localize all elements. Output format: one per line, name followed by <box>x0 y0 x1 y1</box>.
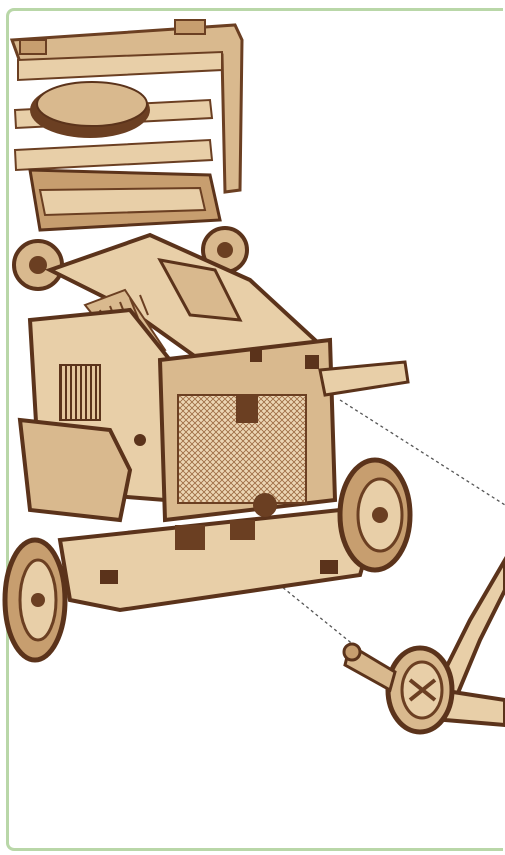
rear-wheel <box>5 540 65 660</box>
front-axle-part <box>344 560 505 732</box>
front-wheel <box>340 460 410 570</box>
